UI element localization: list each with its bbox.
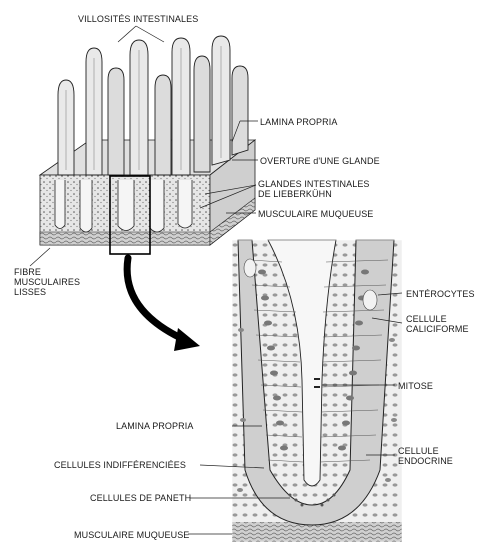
magnified-crypt bbox=[232, 240, 402, 542]
label-enterocytes: ENTÉROCYTES bbox=[406, 289, 475, 299]
label-caliciforme-line2: CALICIFORME bbox=[406, 324, 469, 334]
villi-block bbox=[40, 36, 255, 254]
label-mitose: MITOSE bbox=[398, 381, 433, 391]
label-glandes-line1: GLANDES INTESTINALES bbox=[258, 179, 370, 189]
label-indifferenciees: CELLULES INDIFFÉRENCIÉES bbox=[54, 460, 186, 470]
zoom-arrow bbox=[127, 258, 200, 351]
label-fibre-line2: MUSCULAIRES bbox=[14, 277, 80, 287]
label-ouverture: OVERTURE d'UNE GLANDE bbox=[260, 156, 380, 166]
label-endocrine: CELLULE ENDOCRINE bbox=[398, 446, 453, 466]
label-caliciforme: CELLULE CALICIFORME bbox=[406, 314, 469, 334]
label-paneth: CELLULES DE PANETH bbox=[90, 493, 191, 503]
label-musculaire-bottom: MUSCULAIRE MUQUEUSE bbox=[74, 530, 189, 540]
label-musculaire-top: MUSCULAIRE MUQUEUSE bbox=[258, 209, 373, 219]
label-glandes-line2: DE LIEBERKÜHN bbox=[258, 189, 370, 199]
label-lamina-propria-bottom: LAMINA PROPRIA bbox=[116, 421, 193, 431]
label-glandes: GLANDES INTESTINALES DE LIEBERKÜHN bbox=[258, 179, 370, 199]
label-lamina-propria-top: LAMINA PROPRIA bbox=[260, 117, 337, 127]
label-caliciforme-line1: CELLULE bbox=[406, 314, 469, 324]
label-endocrine-line2: ENDOCRINE bbox=[398, 456, 453, 466]
label-fibre-line3: LISSES bbox=[14, 287, 80, 297]
label-fibre: FIBRE MUSCULAIRES LISSES bbox=[14, 267, 80, 297]
label-endocrine-line1: CELLULE bbox=[398, 446, 453, 456]
label-fibre-line1: FIBRE bbox=[14, 267, 80, 277]
label-villosites: VILLOSITÉS INTESTINALES bbox=[78, 14, 198, 24]
